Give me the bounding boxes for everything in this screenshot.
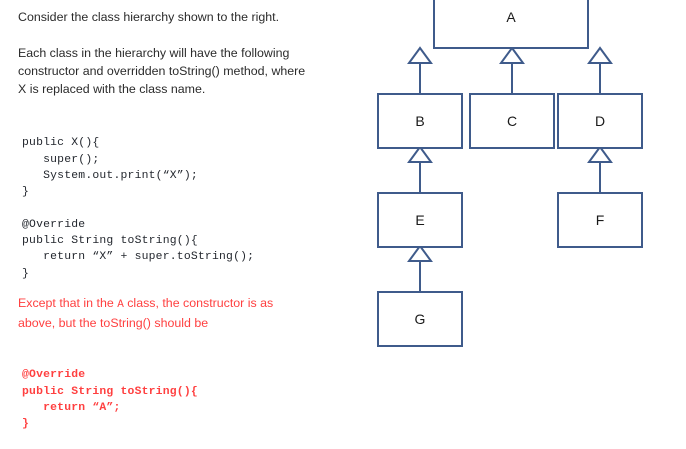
class-hierarchy-svg: A B C D E F — [377, 0, 643, 347]
class-label-D: D — [595, 113, 605, 129]
class-box-A[interactable]: A — [433, 0, 589, 49]
arrowheads-group — [407, 46, 613, 262]
arrowhead-E-to-B — [407, 145, 433, 163]
intro-paragraph: Consider the class hierarchy shown to th… — [18, 10, 280, 24]
class-box-D[interactable]: D — [557, 93, 643, 149]
class-box-C-rect[interactable] — [469, 93, 555, 149]
class-box-A-rect[interactable] — [433, 0, 589, 49]
nodes-group: A B C D E F — [377, 0, 643, 347]
class-label-G: G — [415, 311, 426, 327]
generic-class-code-block: public X(){ super(); System.out.print(“X… — [22, 137, 255, 280]
arrowhead-B-to-A — [407, 46, 433, 64]
except-class-name: A — [117, 299, 124, 311]
class-box-G-rect[interactable] — [377, 291, 463, 347]
class-box-F-rect[interactable] — [557, 192, 643, 248]
class-label-F: F — [596, 212, 605, 228]
class-box-G[interactable]: G — [377, 291, 463, 347]
class-label-B: B — [415, 113, 424, 129]
class-box-E-rect[interactable] — [377, 192, 463, 248]
except-a-class-paragraph: Except that in the A class, the construc… — [18, 294, 358, 332]
edges-group — [419, 62, 601, 292]
class-box-B-rect[interactable] — [377, 93, 463, 149]
a-class-code-block: @Override public String toString(){ retu… — [22, 369, 198, 431]
arrowhead-C-to-A — [499, 46, 525, 64]
class-label-C: C — [507, 113, 517, 129]
class-box-F[interactable]: F — [557, 192, 643, 248]
class-box-C[interactable]: C — [469, 93, 555, 149]
class-label-A: A — [506, 9, 516, 25]
except-text-before: Except that in the — [18, 296, 118, 310]
each-class-paragraph: Each class in the hierarchy will have th… — [18, 46, 306, 96]
except-text-after: class, the constructor is as above, but … — [18, 296, 274, 330]
class-box-B[interactable]: B — [377, 93, 463, 149]
explanation-column: Consider the class hierarchy shown to th… — [18, 10, 358, 431]
arrowhead-F-to-D — [587, 145, 613, 163]
class-hierarchy-diagram: A B C D E F — [372, 0, 686, 449]
class-box-D-rect[interactable] — [557, 93, 643, 149]
class-box-E[interactable]: E — [377, 192, 463, 248]
arrowhead-G-to-E — [407, 244, 433, 262]
arrowhead-D-to-A — [587, 46, 613, 64]
class-label-E: E — [415, 212, 424, 228]
